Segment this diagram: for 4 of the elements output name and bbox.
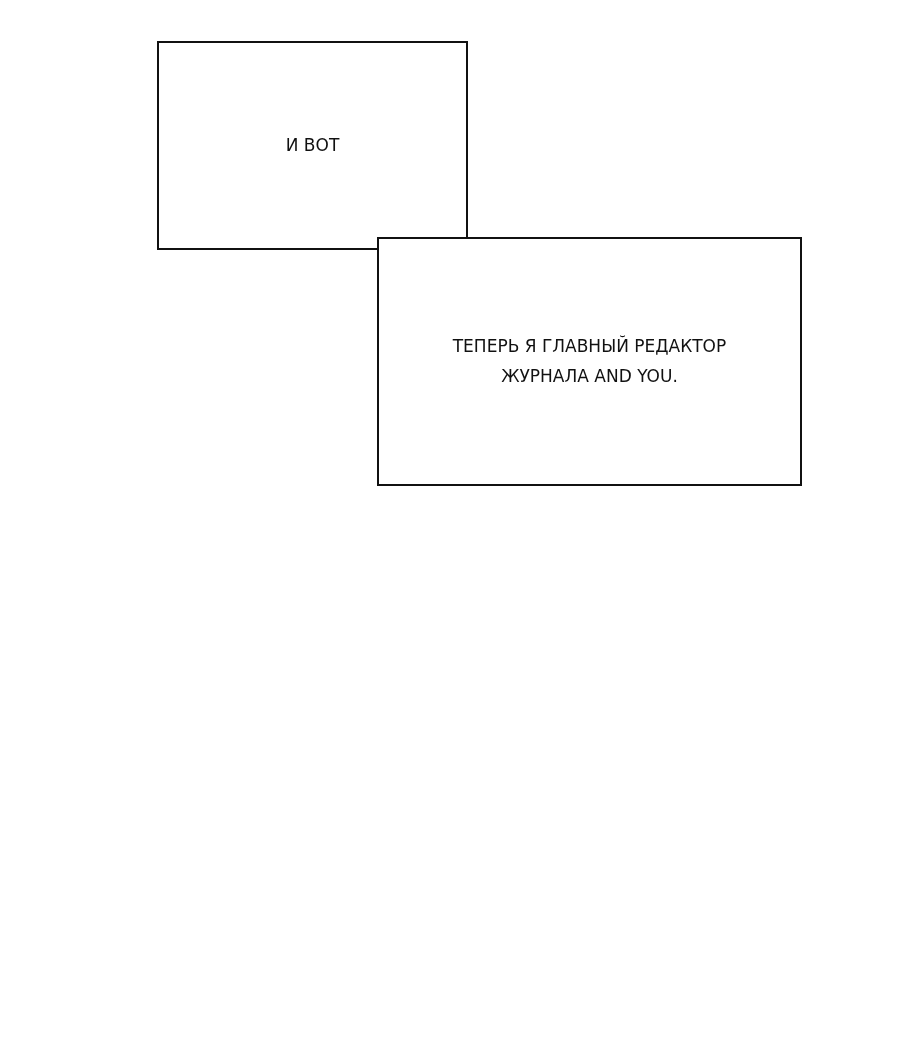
caption-text: ТЕПЕРЬ Я ГЛАВНЫЙ РЕДАКТОР ЖУРНАЛА AND YOU.	[451, 334, 728, 388]
caption-box	[157, 41, 468, 250]
caption-text: И ВОТ	[285, 133, 340, 157]
caption-box	[377, 237, 802, 486]
